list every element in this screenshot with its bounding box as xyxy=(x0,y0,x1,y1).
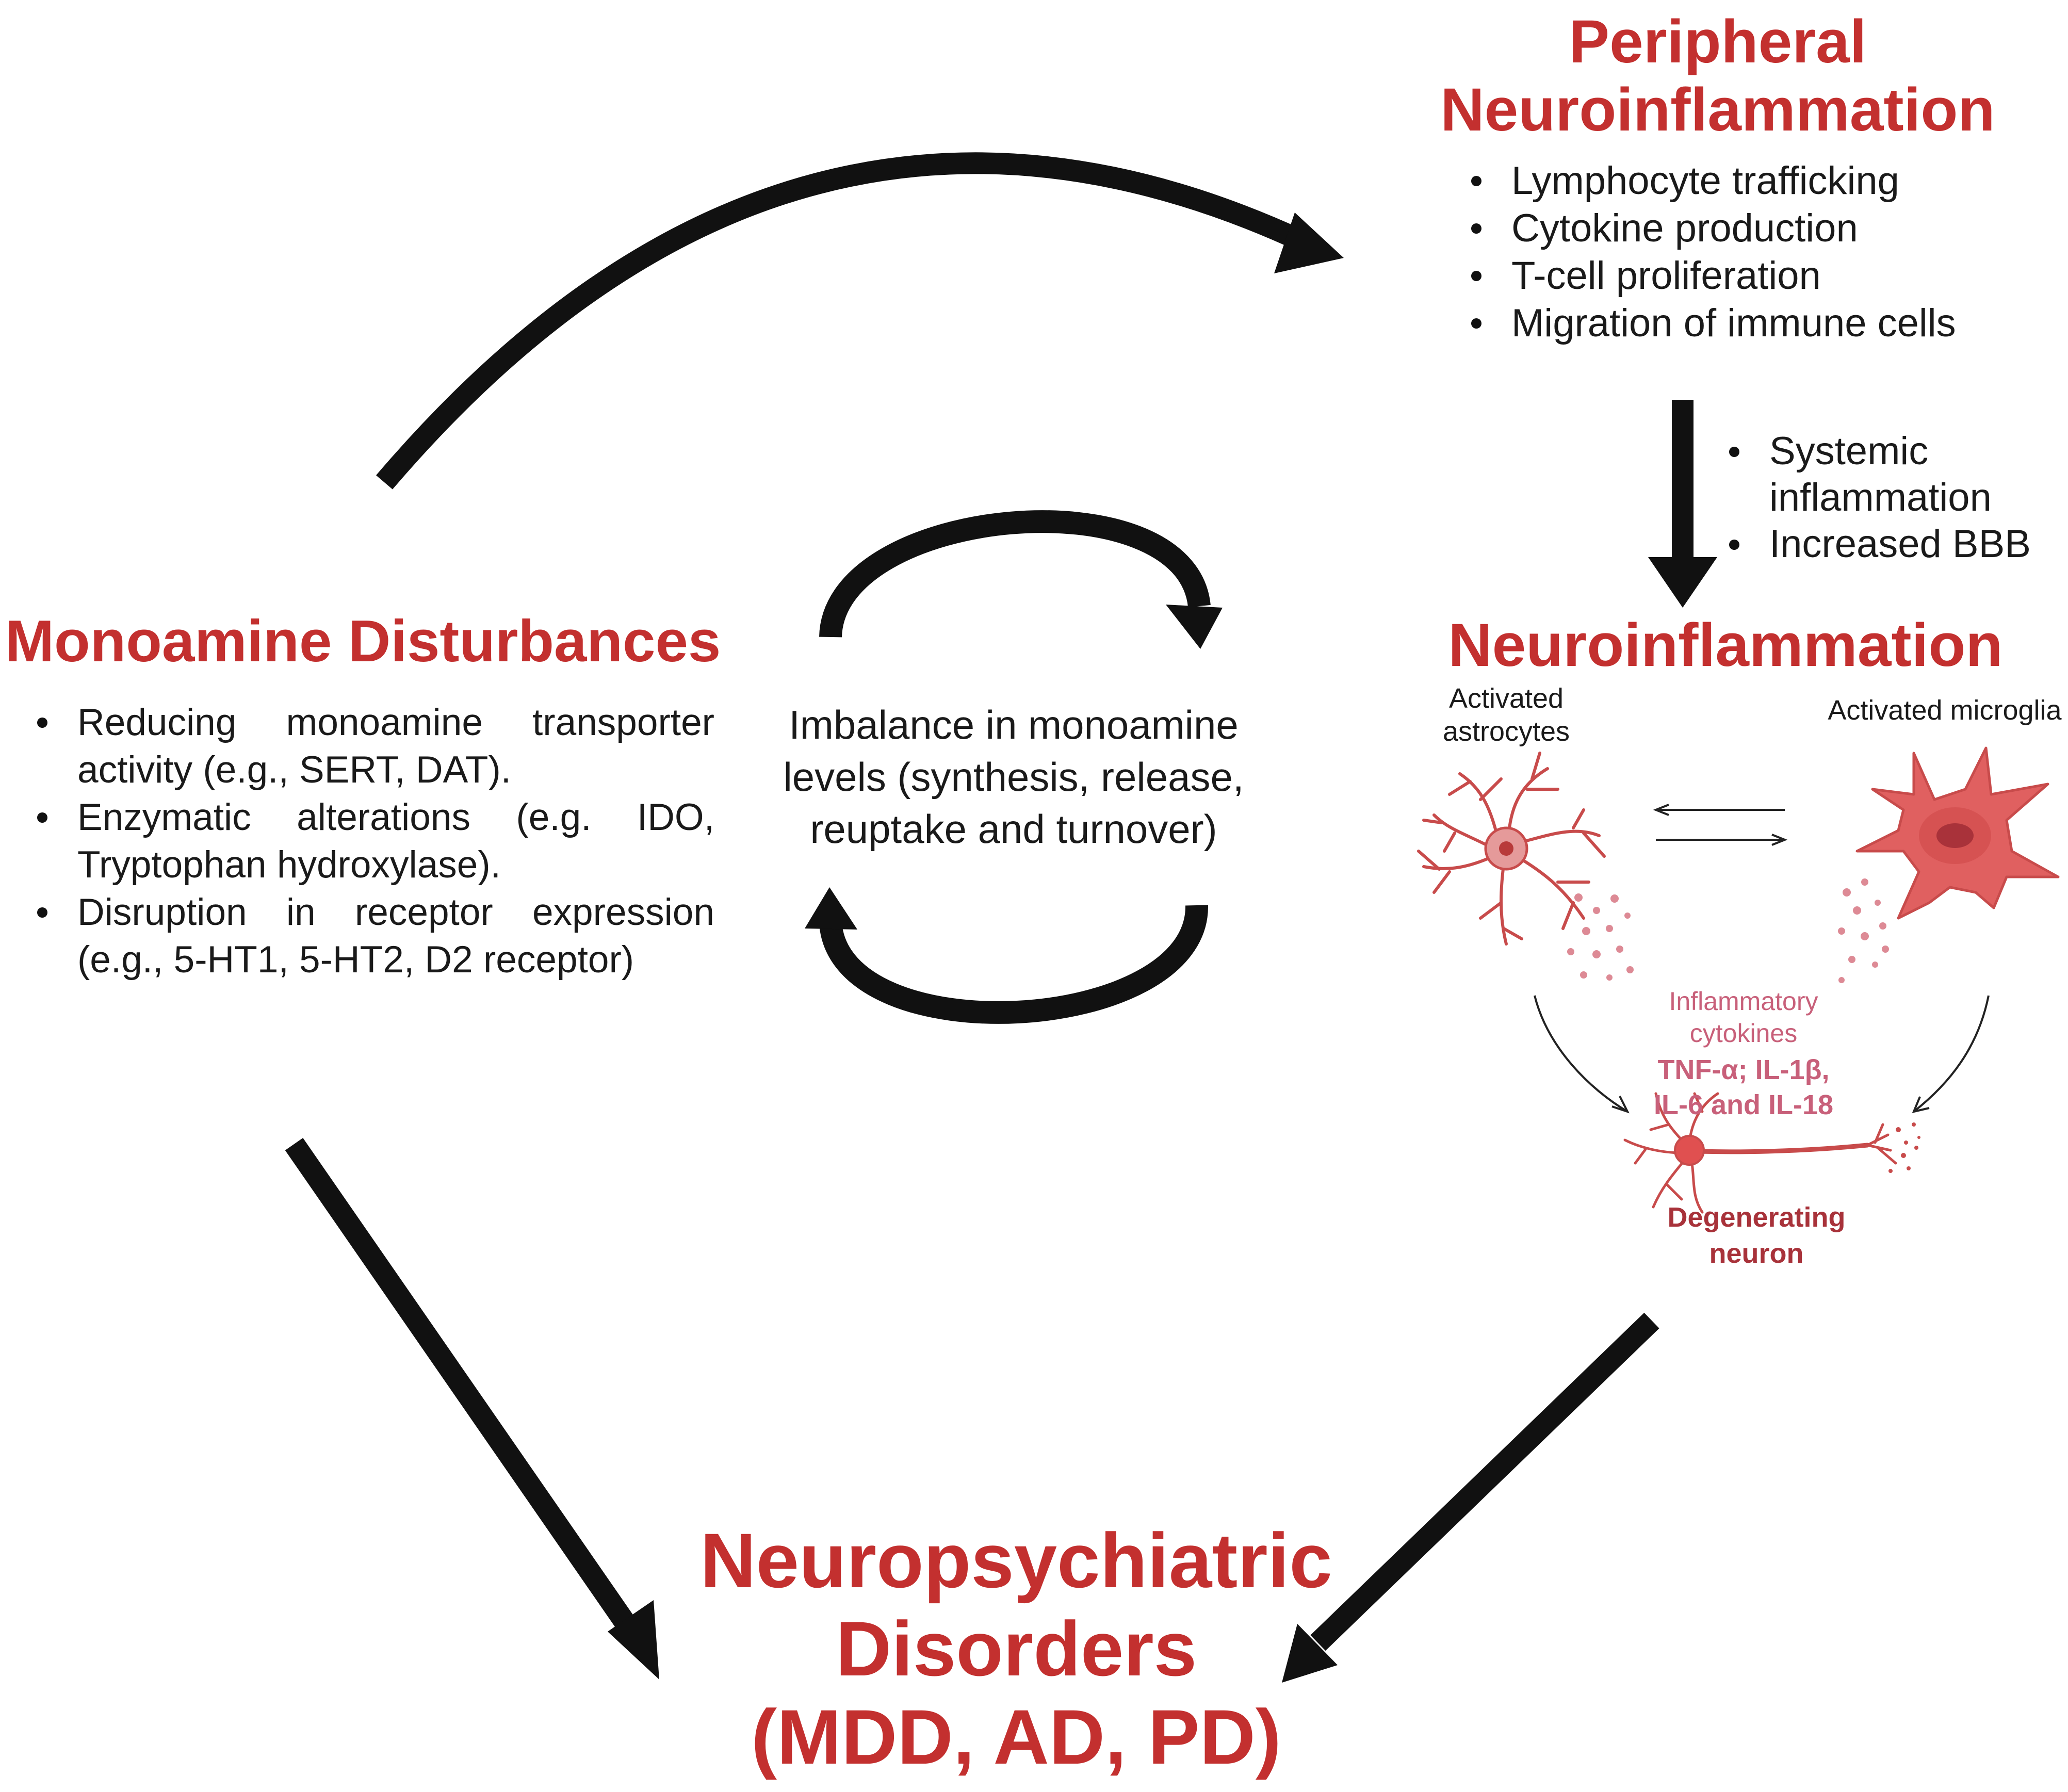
neuron-label-line2: neuron xyxy=(1709,1238,1804,1269)
arc-arrowhead xyxy=(1274,213,1344,273)
diag-arrow-left-shaft xyxy=(285,1138,640,1636)
cycle-arrowhead-bottom xyxy=(805,887,857,930)
cytokines-label: Inflammatory cytokines xyxy=(1635,985,1852,1049)
astrocytes-label-line2: astrocytes xyxy=(1442,716,1570,747)
astrocyte-icon xyxy=(1417,752,1606,946)
cytokines-label-line1: Inflammatory xyxy=(1669,987,1818,1016)
degenerating-neuron-icon xyxy=(1623,1092,1897,1214)
neuroinflammation-title: Neuroinflammation xyxy=(1448,611,2003,679)
neuron-label-line1: Degenerating xyxy=(1667,1202,1846,1233)
outcome-title: Neuropsychiatric Disorders (MDD, AD, PD) xyxy=(691,1517,1341,1781)
peripheral-item: Cytokine production xyxy=(1465,205,2058,252)
monoamine-item: Enzymatic alterations (e.g. IDO, Tryptop… xyxy=(31,794,714,889)
axon-fragments xyxy=(1888,1122,1920,1173)
systemic-item: Increased BBB xyxy=(1723,521,2063,567)
monoamine-title: Monoamine Disturbances xyxy=(5,609,721,674)
neuron-soma xyxy=(1674,1135,1705,1166)
cycle-arrowhead-top xyxy=(1166,605,1223,649)
monoamine-item: Disruption in receptor expression (e.g.,… xyxy=(31,889,714,984)
outcome-line2: Disorders xyxy=(835,1605,1197,1692)
microglia-nucleus xyxy=(1936,823,1974,848)
outcome-line3: (MDD, AD, PD) xyxy=(751,1693,1281,1780)
peripheral-title-line1: Peripheral xyxy=(1569,8,1867,76)
equilibrium-arrows-icon xyxy=(1653,804,1788,846)
cytokines-list: TNF-α; IL-1β, IL-6 and IL-18 xyxy=(1625,1052,1862,1122)
astrocyte-nucleus xyxy=(1499,841,1513,856)
down-arrow-head xyxy=(1648,557,1717,608)
degenerating-neuron-label: Degenerating neuron xyxy=(1638,1199,1875,1272)
outcome-line1: Neuropsychiatric xyxy=(700,1517,1332,1604)
imbalance-text: Imbalance in monoamine levels (synthesis… xyxy=(783,702,1244,852)
microglia-label: Activated microglia xyxy=(1828,695,2062,726)
peripheral-item: Lymphocyte trafficking xyxy=(1465,157,2058,205)
cytokine-flow-arrows xyxy=(1534,995,1990,1114)
peripheral-list: Lymphocyte trafficking Cytokine producti… xyxy=(1465,157,2058,347)
astrocytes-label-line1: Activated xyxy=(1448,683,1564,714)
systemic-list: Systemic inflammation Increased BBB xyxy=(1723,428,2063,567)
peripheral-item: Migration of immune cells xyxy=(1465,300,2058,347)
peripheral-item: T-cell proliferation xyxy=(1465,252,2058,300)
diag-arrow-left-head xyxy=(608,1600,659,1680)
peripheral-title: Peripheral Neuroinflammation xyxy=(1434,8,2001,144)
cytokine-particles-icon xyxy=(1567,878,1889,983)
cytokines-list-line1: TNF-α; IL-1β, xyxy=(1657,1054,1830,1085)
cytokines-list-line2: IL-6 and IL-18 xyxy=(1653,1089,1834,1120)
monoamine-item: Reducing monoamine transporter activity … xyxy=(31,699,714,794)
monoamine-list: Reducing monoamine transporter activity … xyxy=(31,699,714,984)
diag-arrow-right-shaft xyxy=(1310,1312,1659,1651)
neuroinflammation-illustration xyxy=(1417,746,2060,1214)
astrocytes-label: Activated astrocytes xyxy=(1424,682,1589,748)
cytokines-label-line2: cytokines xyxy=(1689,1019,1798,1048)
arc-arrow-monoamine-to-peripheral xyxy=(376,152,1307,490)
diag-arrow-right-head xyxy=(1282,1624,1338,1683)
systemic-item: Systemic inflammation xyxy=(1723,428,2063,521)
cycle-arrow-top xyxy=(819,510,1211,638)
cycle-arrow-bottom xyxy=(819,905,1209,1024)
peripheral-title-line2: Neuroinflammation xyxy=(1440,76,1995,144)
